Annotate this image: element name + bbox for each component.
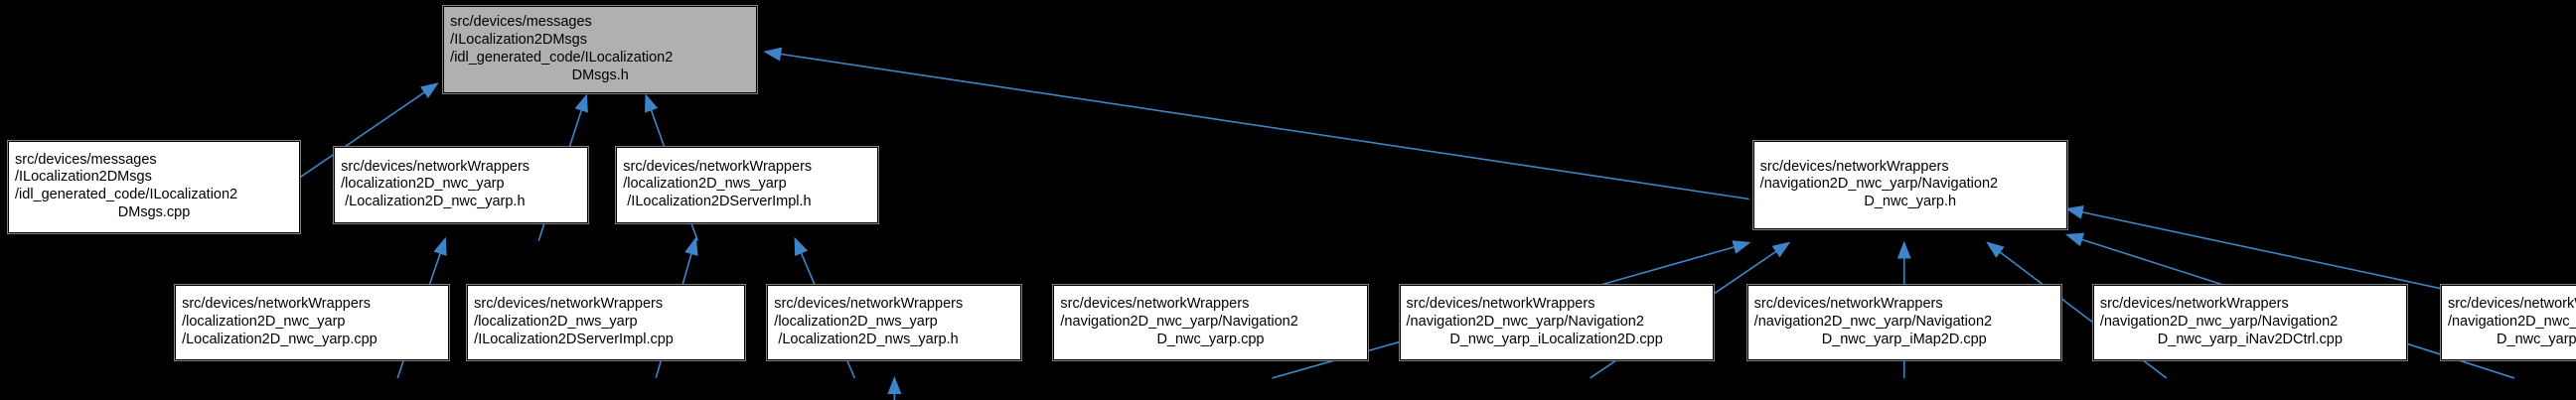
graph-node[interactable]: src/devices/networkWrappers/navigation2D… (2439, 283, 2576, 361)
graph-node-label-line: src/devices/networkWrappers (2447, 295, 2576, 312)
graph-node-label-line: /ILocalization2DMsgs (15, 169, 152, 186)
graph-node[interactable]: src/devices/networkWrappers/localization… (333, 146, 590, 224)
graph-node-label-line: /ILocalization2DMsgs (450, 32, 587, 49)
graph-node-label-line: src/devices/networkWrappers (1753, 295, 1943, 312)
graph-node[interactable]: src/devices/networkWrappers/navigation2D… (1751, 140, 2068, 230)
graph-node[interactable]: src/devices/networkWrappers/localization… (174, 283, 451, 361)
graph-node[interactable]: src/devices/networkWrappers/localization… (766, 283, 1023, 361)
graph-node-label-line: D_nwc_yarp_iNav2DCtrl.cpp (2157, 331, 2343, 347)
graph-node-label-line: /Localization2D_nwc_yarp.cpp (182, 331, 378, 347)
graph-node-label-line: /navigation2D_nwc_yarp/Navigation2 (1753, 313, 1993, 330)
graph-node-label-line: D_nwc_yarp_iNav2DTarget.cpp (2497, 331, 2576, 347)
graph-node-label-line: /ILocalization2DServerImpl.h (623, 194, 812, 210)
graph-node[interactable]: src/devices/networkWrappers/navigation2D… (1052, 283, 1369, 361)
graph-node-label-line: /idl_generated_code/ILocalization2 (450, 50, 674, 67)
graph-node-label-line: src/devices/messages (450, 14, 592, 31)
graph-node-label-line: D_nwc_yarp_iLocalization2D.cpp (1449, 331, 1663, 347)
graph-node-label-line: /Localization2D_nwc_yarp.h (341, 194, 526, 210)
graph-node[interactable]: src/devices/networkWrappers/navigation2D… (1398, 283, 1715, 361)
graph-node-label-line: src/devices/networkWrappers (1060, 295, 1250, 312)
graph-node-label-line: /localization2D_nwc_yarp (182, 313, 346, 330)
graph-node-label-line: /localization2D_nws_yarp (474, 313, 638, 330)
graph-node-label-line: src/devices/networkWrappers (1406, 295, 1595, 312)
graph-node-label-line: D_nwc_yarp.cpp (1156, 331, 1265, 347)
graph-node-label-line: src/devices/networkWrappers (341, 158, 530, 175)
graph-node-label-line: src/devices/networkWrappers (774, 295, 964, 312)
graph-node-label-line: D_nwc_yarp_iMap2D.cpp (1821, 331, 1987, 347)
graph-node-label-line: /navigation2D_nwc_yarp/Navigation2 (2447, 313, 2576, 330)
graph-node-label-line: /idl_generated_code/ILocalization2 (15, 187, 238, 203)
graph-node-label-line: src/devices/networkWrappers (2099, 295, 2289, 312)
graph-node-label-line: /localization2D_nws_yarp (774, 313, 938, 330)
graph-node-label-line: src/devices/networkWrappers (474, 295, 664, 312)
graph-node-label-line: /navigation2D_nwc_yarp/Navigation2 (1759, 176, 1999, 193)
graph-node-label-line: /navigation2D_nwc_yarp/Navigation2 (1406, 313, 1644, 330)
graph-node[interactable]: src/devices/networkWrappers/navigation2D… (2091, 283, 2408, 361)
graph-edge (763, 47, 1748, 199)
graph-node-label-line: /navigation2D_nwc_yarp/Navigation2 (1060, 313, 1298, 330)
graph-node-label-line: D_nwc_yarp.h (1864, 194, 1957, 210)
graph-node-label-line: DMsgs.cpp (117, 204, 191, 221)
graph-node-root[interactable]: src/devices/messages/ILocalization2DMsgs… (442, 4, 759, 95)
graph-node[interactable]: src/devices/networkWrappers/localization… (466, 283, 747, 361)
graph-node-label-line: /ILocalization2DServerImpl.cpp (474, 331, 674, 347)
graph-node-label-line: src/devices/networkWrappers (1759, 158, 1949, 175)
graph-node-label-line: /Localization2D_nws_yarp.h (774, 331, 959, 347)
graph-node-label-line: /navigation2D_nwc_yarp/Navigation2 (2099, 313, 2339, 330)
graph-node-label-line: /localization2D_nws_yarp (623, 176, 787, 193)
graph-node-label-line: src/devices/networkWrappers (623, 158, 813, 175)
graph-node-label-line: DMsgs.h (571, 67, 629, 84)
graph-node[interactable]: src/devices/networkWrappers/navigation2D… (1745, 283, 2062, 361)
graph-node-label-line: src/devices/messages (15, 151, 157, 168)
graph-node-label-line: /localization2D_nwc_yarp (341, 176, 505, 193)
graph-node[interactable]: src/devices/networkWrappers/localization… (615, 146, 880, 224)
graph-node[interactable]: src/devices/messages/ILocalization2DMsgs… (6, 140, 302, 234)
graph-node-label-line: src/devices/networkWrappers (182, 295, 371, 312)
